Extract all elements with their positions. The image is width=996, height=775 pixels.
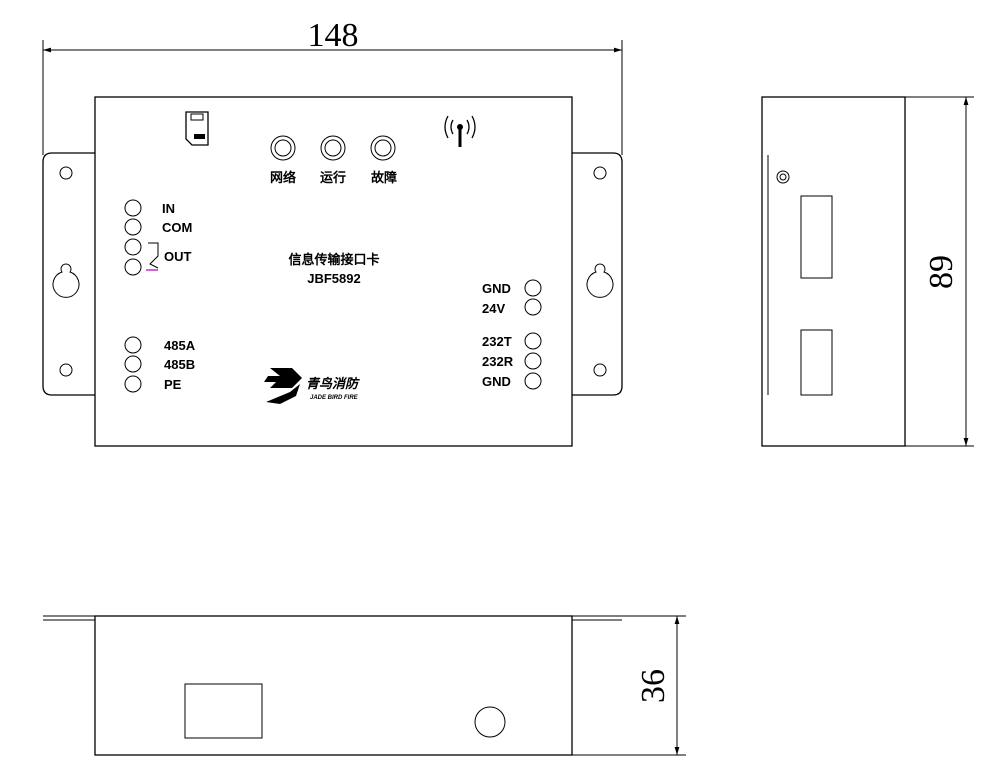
side-view <box>761 96 906 447</box>
terminal-label: 485A <box>164 338 196 353</box>
logo-cn: 青鸟消防 <box>306 376 360 392</box>
terminal-label: 232T <box>482 334 512 349</box>
keyhole <box>586 263 614 298</box>
front-view: 网络 运行 故障 IN COM OUT 485A 485B PE 信息传输接口卡… <box>42 96 623 447</box>
height-dimension: 89 <box>905 96 974 447</box>
mount-hole <box>59 363 73 377</box>
terminal-label: 485B <box>164 357 195 372</box>
rs485-terminals: 485A 485B PE <box>124 336 196 393</box>
sim-card-icon <box>185 111 209 146</box>
terminal-label: GND <box>482 374 511 389</box>
height-label: 89 <box>923 255 960 289</box>
side-port <box>800 195 833 279</box>
depth-dimension: 36 <box>572 615 686 756</box>
side-port <box>800 329 833 396</box>
keyhole <box>52 263 80 298</box>
indicator-network: 网络 <box>270 170 296 186</box>
product-name: 信息传输接口卡 <box>288 252 379 268</box>
terminal-label: GND <box>482 281 511 296</box>
rs232-terminals: 232T 232R GND <box>482 332 542 390</box>
terminal-label: IN <box>162 201 175 216</box>
terminal-label: 232R <box>482 354 514 369</box>
width-label: 148 <box>308 17 359 54</box>
bottom-view <box>43 615 622 756</box>
terminal-label: COM <box>162 220 192 235</box>
width-dimension: 148 <box>42 17 623 155</box>
mount-hole <box>593 363 607 377</box>
model-number: JBF5892 <box>307 271 360 286</box>
terminal-label: PE <box>164 377 182 392</box>
terminal-label: OUT <box>164 249 192 264</box>
brand-logo: 青鸟消防 JADE BIRD FIRE <box>264 368 360 404</box>
indicator-run: 运行 <box>320 170 346 186</box>
mount-hole <box>59 166 73 180</box>
io-terminals: IN COM OUT <box>124 199 192 276</box>
indicator-leds: 网络 运行 故障 <box>270 135 397 186</box>
depth-label: 36 <box>635 669 672 703</box>
power-terminals: GND 24V <box>482 279 542 316</box>
indicator-fault: 故障 <box>371 170 397 186</box>
mount-hole <box>593 166 607 180</box>
bottom-port <box>184 683 263 739</box>
wireless-signal-icon <box>444 115 476 147</box>
bottom-hole <box>474 706 506 738</box>
logo-en: JADE BIRD FIRE <box>310 395 359 401</box>
terminal-label: 24V <box>482 301 505 316</box>
